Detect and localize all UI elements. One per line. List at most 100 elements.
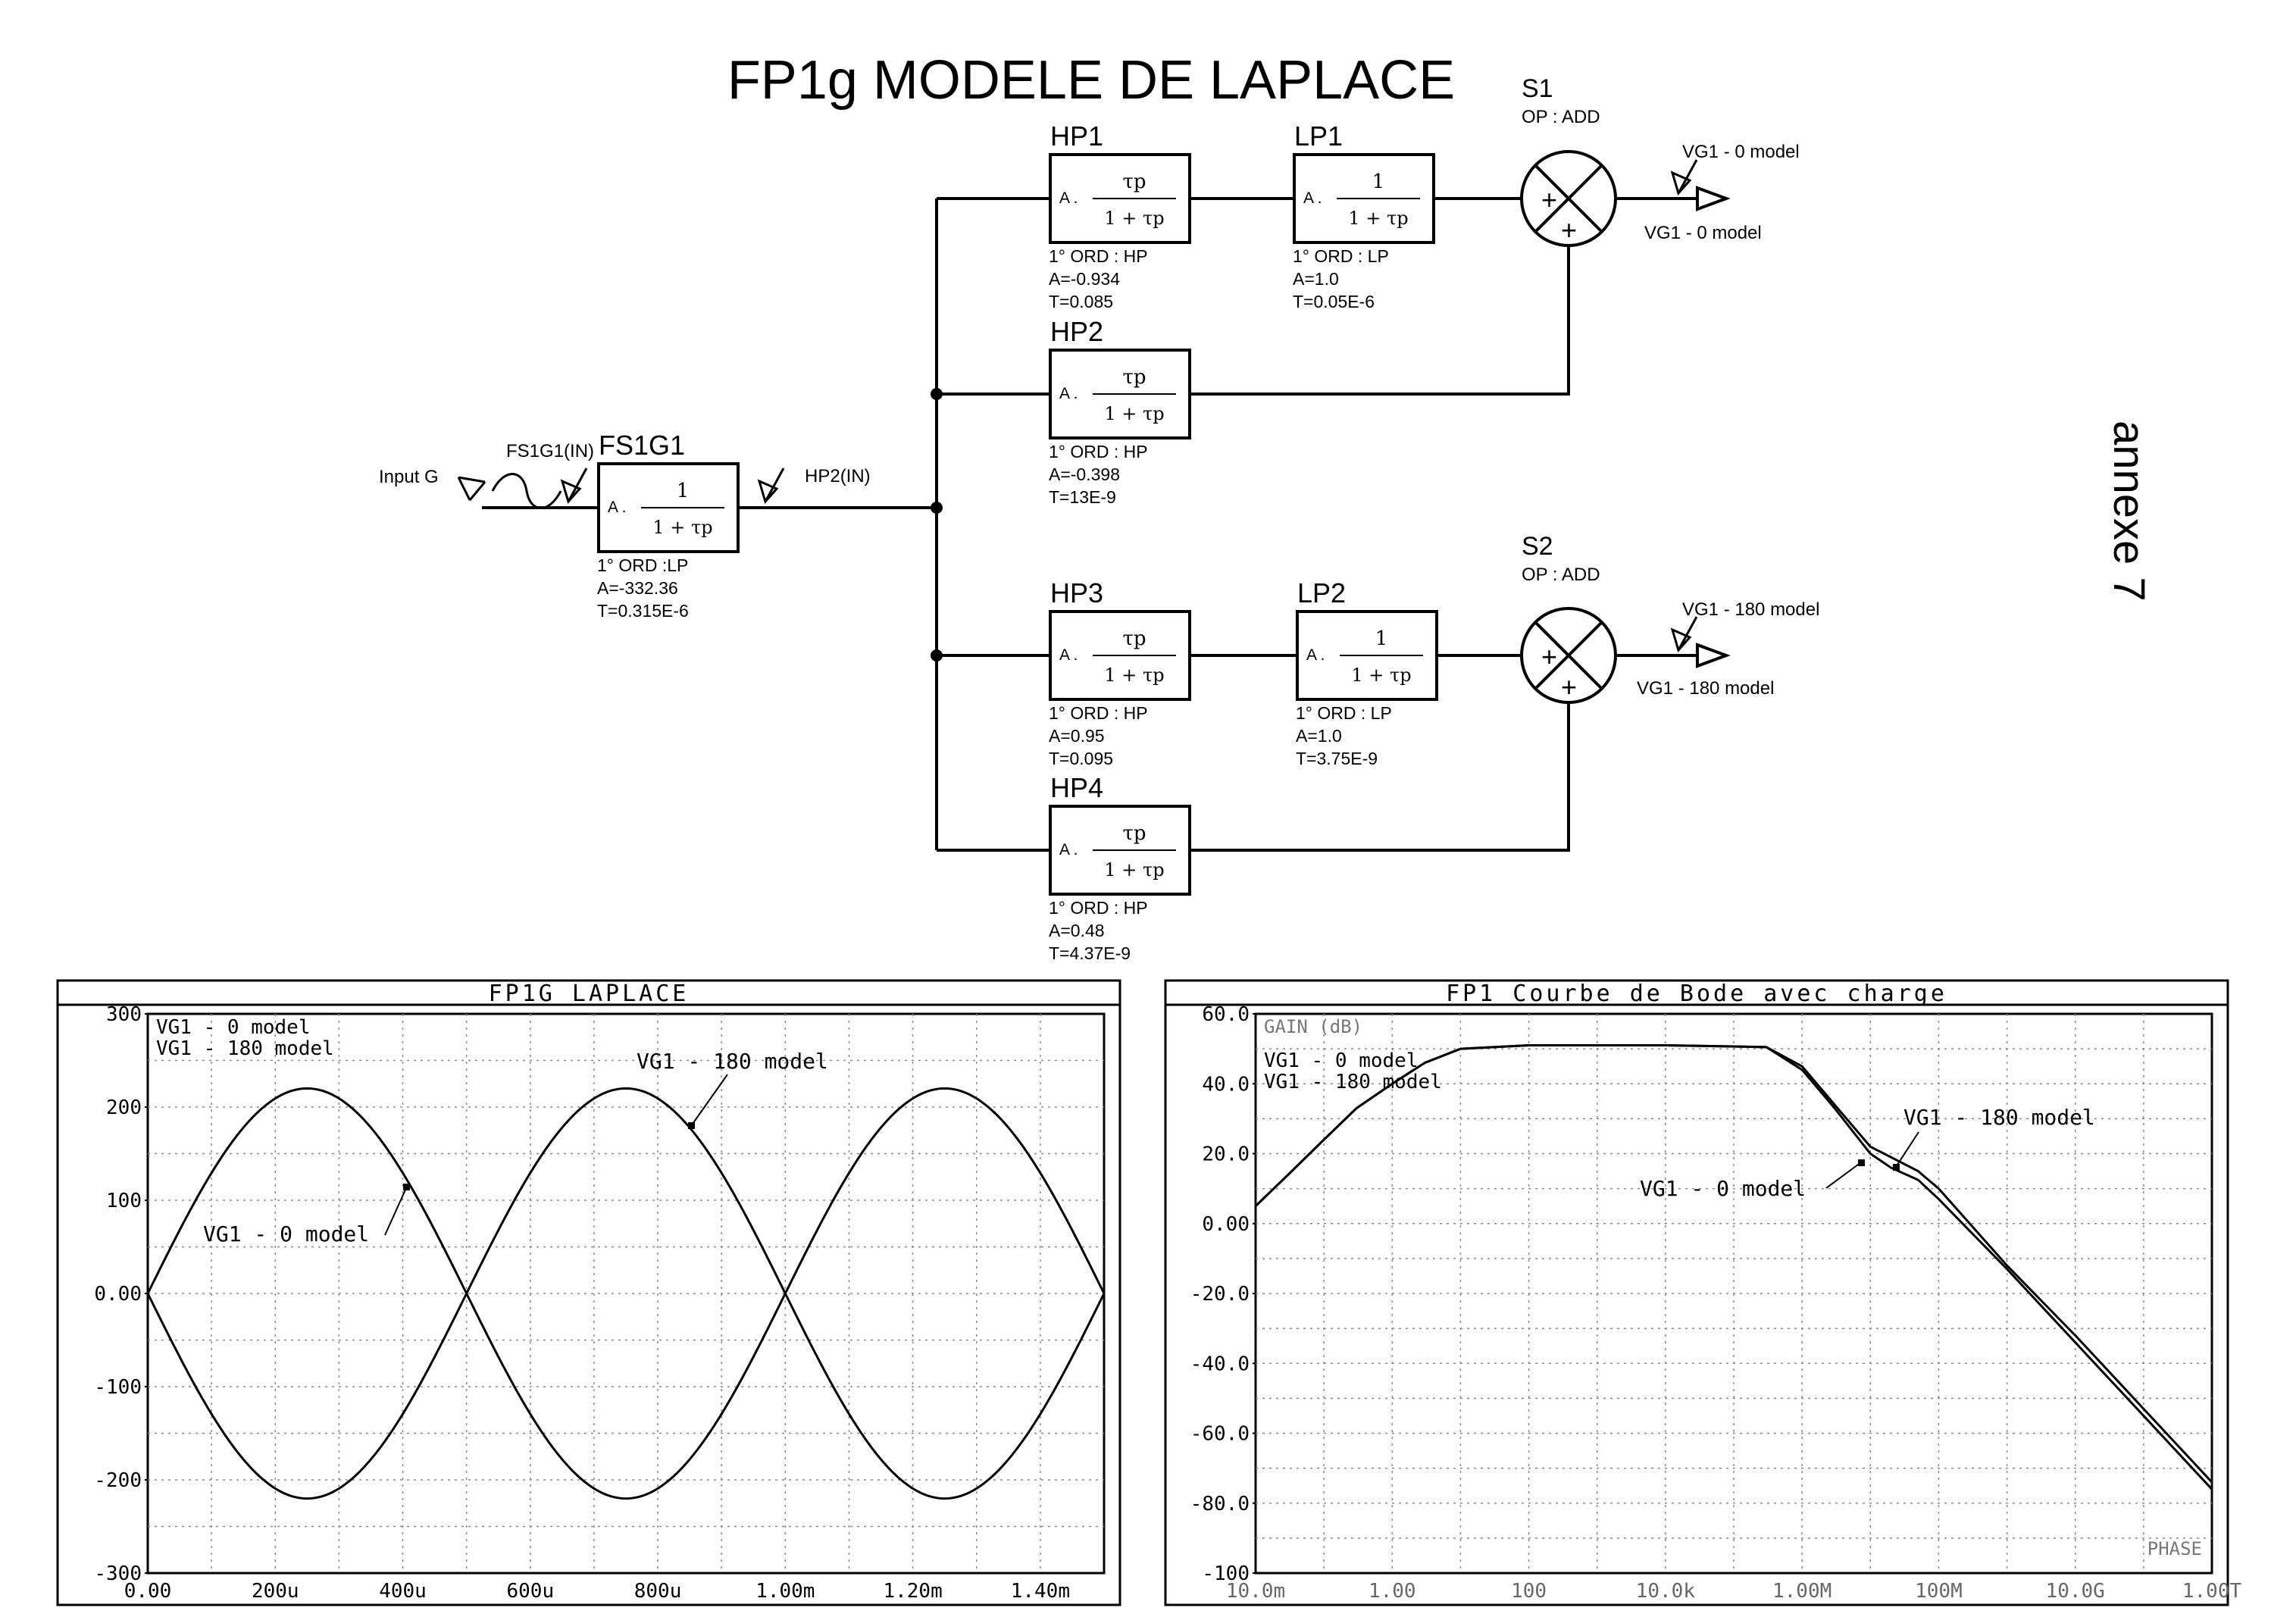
block-name: HP3 [1050,577,1103,608]
block-name: HP2 [1050,316,1103,347]
annotation: VG1 - 0 model [203,1221,369,1246]
wire-hp4-s2 [1190,702,1570,852]
x-tick-label: 10.0k [1636,1580,1696,1603]
y-tick-label: 20.0 [1202,1143,1250,1166]
block-param-order: 1° ORD :LP [597,555,688,575]
x-tick-label: 1.20m [883,1580,942,1603]
series-line-2 [146,1087,1106,1500]
block-coef: A . [1059,646,1078,664]
block-numerator: 1 [677,480,690,502]
chart-frame [56,979,1121,1606]
x-tick-label: 1.40m [1011,1580,1070,1603]
block-numerator: τp [1122,170,1146,193]
grid [1256,1014,2212,1573]
annotation: VG1 - 0 model [1640,1176,1806,1201]
annotation-leader [1825,1162,1862,1189]
block-param-gain: A=1.0 [1293,269,1339,289]
block-denominator: 1 + τp [1104,665,1164,686]
bode-chart: FP1 Courbe de Bode avec charge 60.040.02… [1164,979,2242,1606]
probe-hp2-label: HP2(IN) [805,466,871,486]
block-denominator: 1 + τp [1104,208,1164,229]
block-param-gain: A=-0.934 [1049,269,1120,289]
junction-dot [931,502,943,514]
summer-name: S1 [1522,74,1553,103]
block-denominator: 1 + τp [1351,665,1411,686]
block-name: HP1 [1050,120,1103,152]
x-tick-label: 200u [252,1580,299,1603]
probes [560,159,1698,653]
block-param-tau: T=0.05E-6 [1293,292,1375,311]
block-name: LP2 [1297,577,1346,608]
chart-title: FP1 Courbe de Bode avec charge [1446,981,1947,1007]
legend-entry: VG1 - 180 model [1264,1071,1442,1093]
block-param-gain: A=0.48 [1049,921,1105,940]
input-source[interactable]: Input G [379,467,562,509]
junctions [931,388,943,662]
y-tick-label: -200 [94,1469,142,1492]
x-tick-label: 1.00 [1369,1580,1416,1603]
series [1254,1044,2213,1490]
probe-fs-label: FS1G1(IN) [506,441,594,461]
annotation-leader [1895,1131,1919,1168]
marker [1893,1164,1900,1171]
y-tick-label: 100 [106,1190,142,1212]
summer-s1[interactable]: + + S1 OP : ADD [1520,74,1617,247]
block-param-tau: T=3.75E-9 [1296,749,1378,768]
y-tick-labels: 60.040.020.00.00-20.0-40.0-60.0-80.0-100 [1190,1003,1256,1585]
x-tick-label: 1.00m [755,1580,815,1603]
block-denominator: 1 + τp [1348,208,1408,229]
x-tick-label: 400u [379,1580,427,1603]
block-coef: A . [1059,841,1078,859]
y-tick-label: -100 [1202,1562,1250,1585]
input-label: Input G [379,467,439,487]
series-line-1 [146,1087,1106,1500]
block-name: FS1G1 [599,430,685,461]
x-tick-label: 100M [1915,1580,1963,1603]
chart-frame [1164,979,2229,1606]
y-tick-label: 0.00 [1202,1213,1250,1236]
block-coef: A . [1059,385,1078,402]
block-param-order: 1° ORD : HP [1049,246,1148,266]
summer-op: OP : ADD [1522,565,1600,585]
summer-s2[interactable]: + + S2 OP : ADD [1520,532,1617,704]
x-tick-label: 800u [634,1580,682,1603]
block-denominator: 1 + τp [1104,859,1164,881]
out1-label: VG1 - 0 model [1644,223,1762,243]
annex-label: annexe 7 [2104,421,2154,602]
corner-label: PHASE [2147,1538,2202,1559]
legend-entry: VG1 - 180 model [156,1037,334,1060]
series [146,1087,1106,1500]
block-name: HP4 [1050,772,1103,803]
y-tick-label: -100 [94,1376,142,1399]
y-tick-label: 60.0 [1202,1003,1250,1026]
series-line-2 [1254,1044,2213,1484]
block-numerator: 1 [1375,627,1388,650]
annotation: VG1 - 180 model [1903,1105,2095,1130]
x-tick-label: 1.00T [2182,1580,2242,1603]
block-numerator: 1 [1372,170,1385,193]
block-param-order: 1° ORD : LP [1293,246,1389,266]
x-tick-label: 100 [1511,1580,1547,1603]
block-denominator: 1 + τp [1104,403,1164,424]
x-tick-label: 0.00 [124,1580,172,1603]
block-param-gain: A=-332.36 [597,578,678,598]
summer-plus-left: + [1541,641,1557,672]
block-numerator: τp [1122,366,1146,389]
legend-entry: VG1 - 0 model [1264,1049,1419,1072]
block-param-tau: T=0.085 [1049,292,1113,311]
probe-icon [1670,616,1698,653]
annotation: VG1 - 180 model [637,1049,828,1074]
diagram-title: FP1g MODELE DE LAPLACE [727,50,1455,111]
y-tick-label: 300 [106,1003,142,1026]
x-tick-label: 1.00M [1772,1580,1831,1603]
